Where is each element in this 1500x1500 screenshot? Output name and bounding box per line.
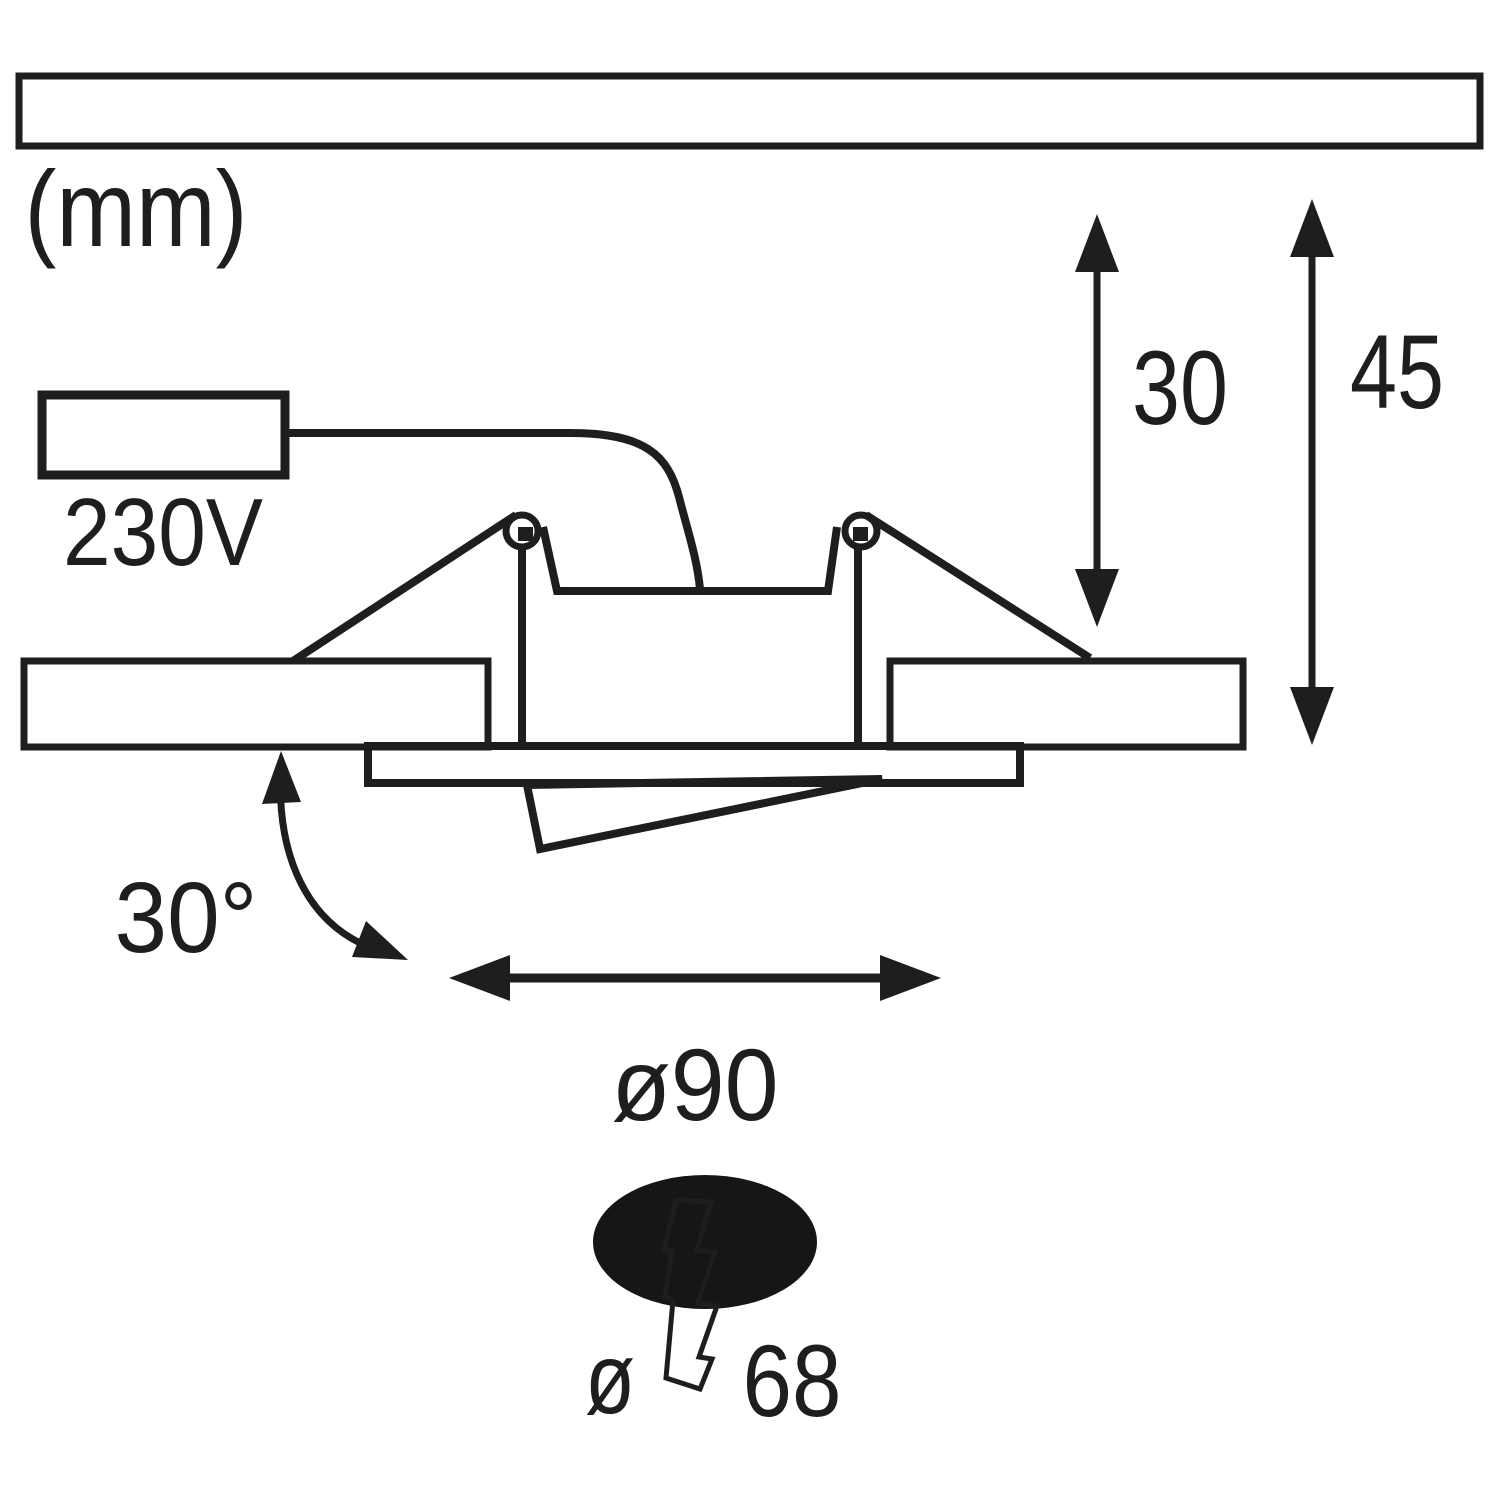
dim-arrow-recess-head-top <box>1075 214 1119 272</box>
pivot-right <box>841 511 881 551</box>
lightning-bolt-icon <box>661 1197 721 1393</box>
spring-left <box>290 511 519 665</box>
driver-box <box>37 390 290 480</box>
diameter-arrow-head-left <box>449 955 510 1001</box>
pivot-left-notch <box>518 527 533 541</box>
units-label: (mm) <box>25 148 248 269</box>
ceiling-panel-right <box>886 657 1247 751</box>
total-depth-label: 45 <box>1350 314 1444 431</box>
tilted-lamp-disc <box>522 775 883 854</box>
cutout-diameter-label: 68 <box>743 1324 842 1438</box>
voltage-label: 230V <box>63 479 263 586</box>
dim-arrow-total-head-bottom <box>1290 687 1334 745</box>
ceiling-panel-left <box>20 657 492 751</box>
outer-diameter-label: ø90 <box>612 1028 779 1142</box>
driver-cable <box>285 429 704 590</box>
spring-right <box>863 511 1093 662</box>
pivot-left <box>502 511 542 551</box>
swivel-arc-head-up <box>262 751 301 804</box>
swivel-angle-label: 30° <box>115 862 258 974</box>
recess-depth-label: 30 <box>1132 330 1228 447</box>
pivot-right-notch <box>853 527 868 541</box>
dim-arrow-recess-head-bottom <box>1075 569 1119 627</box>
trim-ring <box>364 742 1024 787</box>
swivel-arc-head-end <box>352 921 408 960</box>
ceiling-bar <box>15 72 1484 150</box>
cutout-ellipse <box>593 1175 817 1309</box>
cutout-diameter-symbol: ø <box>585 1323 635 1435</box>
dim-arrow-total-head-top <box>1290 199 1334 257</box>
housing-cup <box>539 526 841 595</box>
diameter-arrow-head-right <box>880 955 941 1001</box>
